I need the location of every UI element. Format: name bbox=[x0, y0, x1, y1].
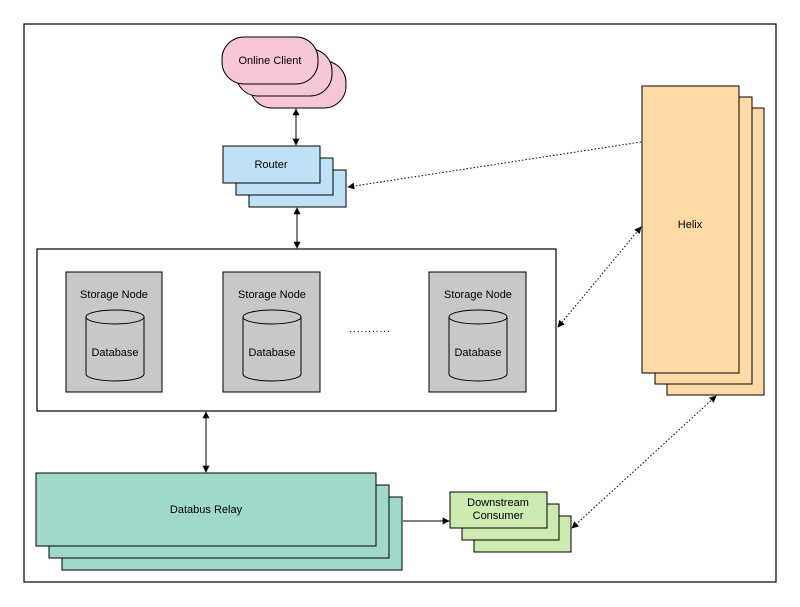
downstream-consumer-label-line1: Downstream bbox=[467, 497, 529, 509]
dotted-helix-storage bbox=[557, 226, 642, 328]
database-cylinder bbox=[448, 317, 508, 382]
storage-node-title: Storage Node bbox=[80, 289, 148, 301]
storage-node-2: Storage Node Database bbox=[222, 271, 321, 393]
database-cylinder-top bbox=[242, 309, 302, 325]
database-cylinder-top bbox=[448, 309, 508, 325]
helix-front bbox=[641, 85, 740, 374]
helix-label: Helix bbox=[678, 219, 703, 231]
databus-relay-front bbox=[35, 472, 377, 547]
database-cylinder-top bbox=[85, 309, 145, 325]
helix: Helix bbox=[641, 85, 765, 396]
downstream-consumer-front bbox=[449, 491, 548, 529]
database-label: Database bbox=[248, 347, 295, 359]
router-label: Router bbox=[254, 159, 287, 171]
online-client-label: Online Client bbox=[239, 55, 302, 67]
router: Router bbox=[222, 145, 347, 208]
database-label: Database bbox=[454, 347, 501, 359]
router-front bbox=[222, 145, 321, 184]
storage-node-3: Storage Node Database bbox=[428, 271, 527, 393]
database-label: Database bbox=[91, 347, 138, 359]
downstream-consumer: Downstream Consumer bbox=[449, 491, 572, 553]
storage-node-title: Storage Node bbox=[238, 289, 306, 301]
databus-relay: Databus Relay bbox=[35, 472, 403, 571]
storage-node-title: Storage Node bbox=[444, 289, 512, 301]
database-cylinder bbox=[242, 317, 302, 382]
databus-relay-label: Databus Relay bbox=[170, 504, 243, 516]
dotted-helix-consumer bbox=[571, 395, 717, 529]
online-client-front bbox=[221, 36, 319, 85]
storage-node-1: Storage Node Database bbox=[65, 271, 163, 393]
database-cylinder bbox=[85, 317, 145, 382]
online-client: Online Client bbox=[221, 36, 347, 109]
dotted-helix-router bbox=[347, 141, 642, 190]
storage-node-ellipsis: ........... bbox=[349, 324, 391, 335]
downstream-consumer-label-line2: Consumer bbox=[473, 510, 524, 522]
